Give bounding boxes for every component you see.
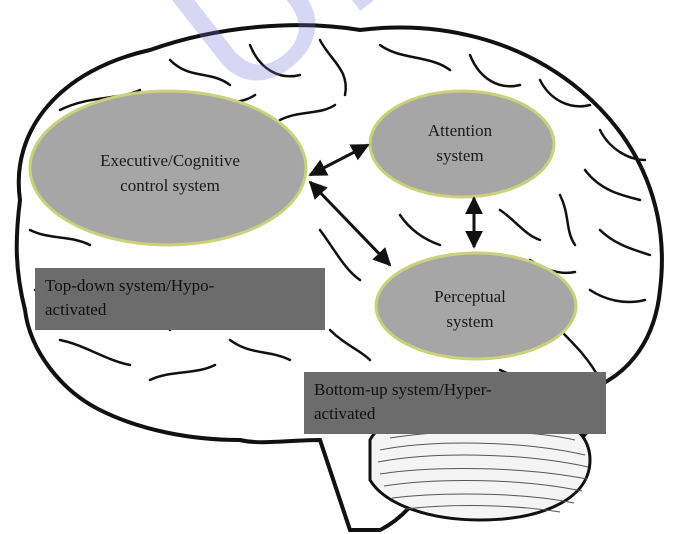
bottom-up-line1: Bottom-up system/Hyper- xyxy=(314,380,492,399)
top-down-line1: Top-down system/Hypo- xyxy=(45,276,215,295)
arrow-executive-perceptual xyxy=(308,180,392,267)
arrow-executive-attention xyxy=(308,143,370,177)
executive-label: Executive/Cognitive control system xyxy=(50,148,290,198)
attention-label-line2: system xyxy=(436,146,484,165)
executive-ellipse xyxy=(28,89,308,247)
bottom-up-box: Bottom-up system/Hyper- activated xyxy=(304,372,606,434)
perceptual-ellipse xyxy=(374,251,578,361)
attention-label: Attention system xyxy=(390,118,530,168)
perceptual-label: Perceptual system xyxy=(400,284,540,334)
perceptual-label-line1: Perceptual xyxy=(434,287,506,306)
bottom-up-line2: activated xyxy=(314,404,376,423)
attention-label-line1: Attention xyxy=(427,121,493,140)
executive-label-line1: Executive/Cognitive xyxy=(100,151,240,170)
top-down-line2: activated xyxy=(45,300,107,319)
executive-label-line2: control system xyxy=(120,176,220,195)
perceptual-label-line2: system xyxy=(446,312,494,331)
attention-ellipse xyxy=(368,89,556,199)
top-down-box: Top-down system/Hypo- activated xyxy=(35,268,325,330)
